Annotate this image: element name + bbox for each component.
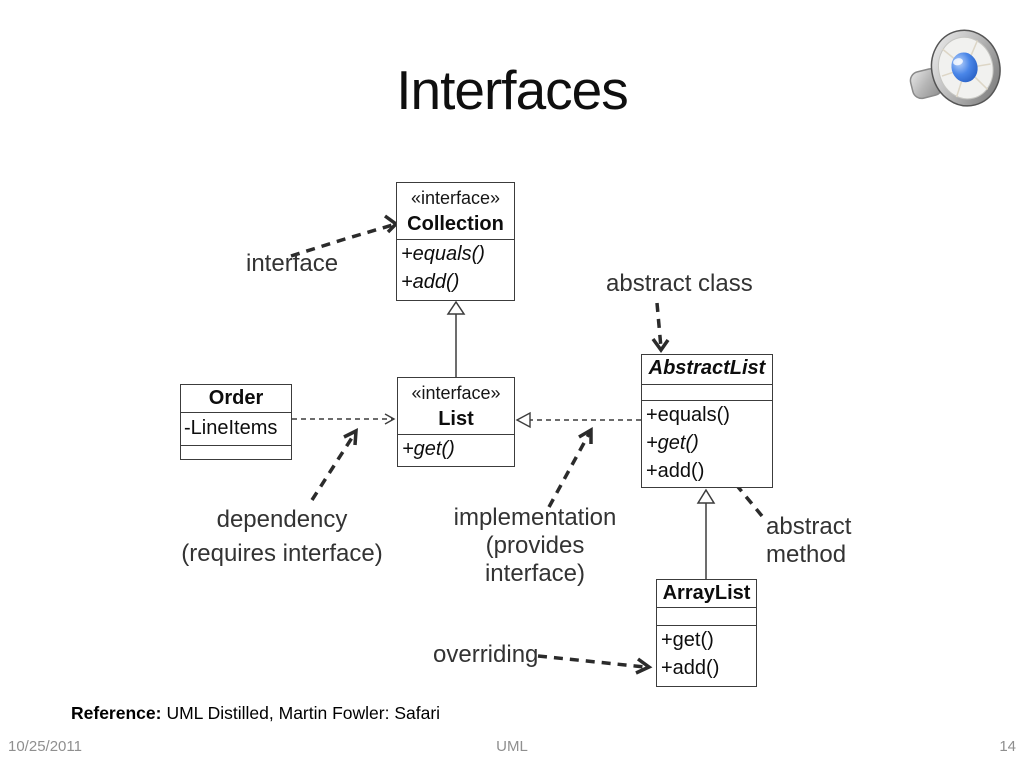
class-box-abstractlist: AbstractList +equals() +get() +add() — [641, 354, 773, 488]
arraylist-method: +add() — [661, 657, 720, 679]
annotation-arrow-implementation — [547, 426, 593, 508]
order-name: Order — [208, 387, 264, 409]
arraylist-name: ArrayList — [662, 582, 751, 604]
class-box-collection: «interface» Collection +equals() +add() — [396, 182, 515, 301]
footer-page-number: 14 — [999, 738, 1016, 755]
collection-method: +equals() — [401, 243, 485, 265]
list-method: +get() — [402, 438, 455, 460]
label-dependency: dependency (requires interface) — [181, 506, 383, 567]
annotation-arrow-abstract-class — [651, 302, 670, 354]
list-name: List — [438, 408, 474, 430]
list-stereotype: «interface» — [411, 383, 501, 403]
collection-stereotype: «interface» — [410, 188, 501, 208]
abstractlist-method: +get() — [646, 432, 699, 454]
order-attribute: -LineItems — [184, 417, 278, 439]
label-implementation: implementation (provides interface) — [453, 504, 617, 587]
class-box-list: «interface» List +get() — [397, 377, 515, 467]
generalization-arrow-arraylist-abstractlist — [696, 488, 716, 579]
page-title: Interfaces — [396, 59, 629, 121]
speaker-icon[interactable] — [906, 22, 1006, 118]
abstractlist-method: +add() — [646, 460, 705, 482]
realization-arrow-abstractlist-list — [515, 411, 641, 429]
label-abstract-method: abstract method — [766, 513, 852, 568]
class-box-order: Order -LineItems — [180, 384, 292, 460]
label-abstract-class: abstract class — [606, 270, 753, 297]
label-overriding: overriding — [433, 641, 539, 668]
annotation-arrow-overriding — [537, 654, 653, 675]
footer-date: 10/25/2011 — [8, 738, 82, 755]
class-box-arraylist: ArrayList +get() +add() — [656, 579, 757, 687]
reference-line: Reference:UML Distilled, Martin Fowler: … — [71, 703, 440, 724]
dependency-arrow-order-list — [292, 413, 396, 425]
label-interface: interface — [246, 250, 339, 277]
abstractlist-method: +equals() — [646, 404, 730, 426]
reference-text: UML Distilled, Martin Fowler: Safari — [166, 703, 441, 723]
generalization-arrow-list-collection — [446, 300, 466, 377]
arraylist-method: +get() — [661, 629, 714, 651]
reference-label: Reference: — [71, 703, 162, 723]
footer-section: UML — [496, 738, 528, 755]
collection-name: Collection — [407, 213, 504, 235]
collection-method: +add() — [401, 271, 460, 293]
abstractlist-name: AbstractList — [648, 357, 766, 379]
annotation-arrow-dependency — [310, 428, 358, 501]
